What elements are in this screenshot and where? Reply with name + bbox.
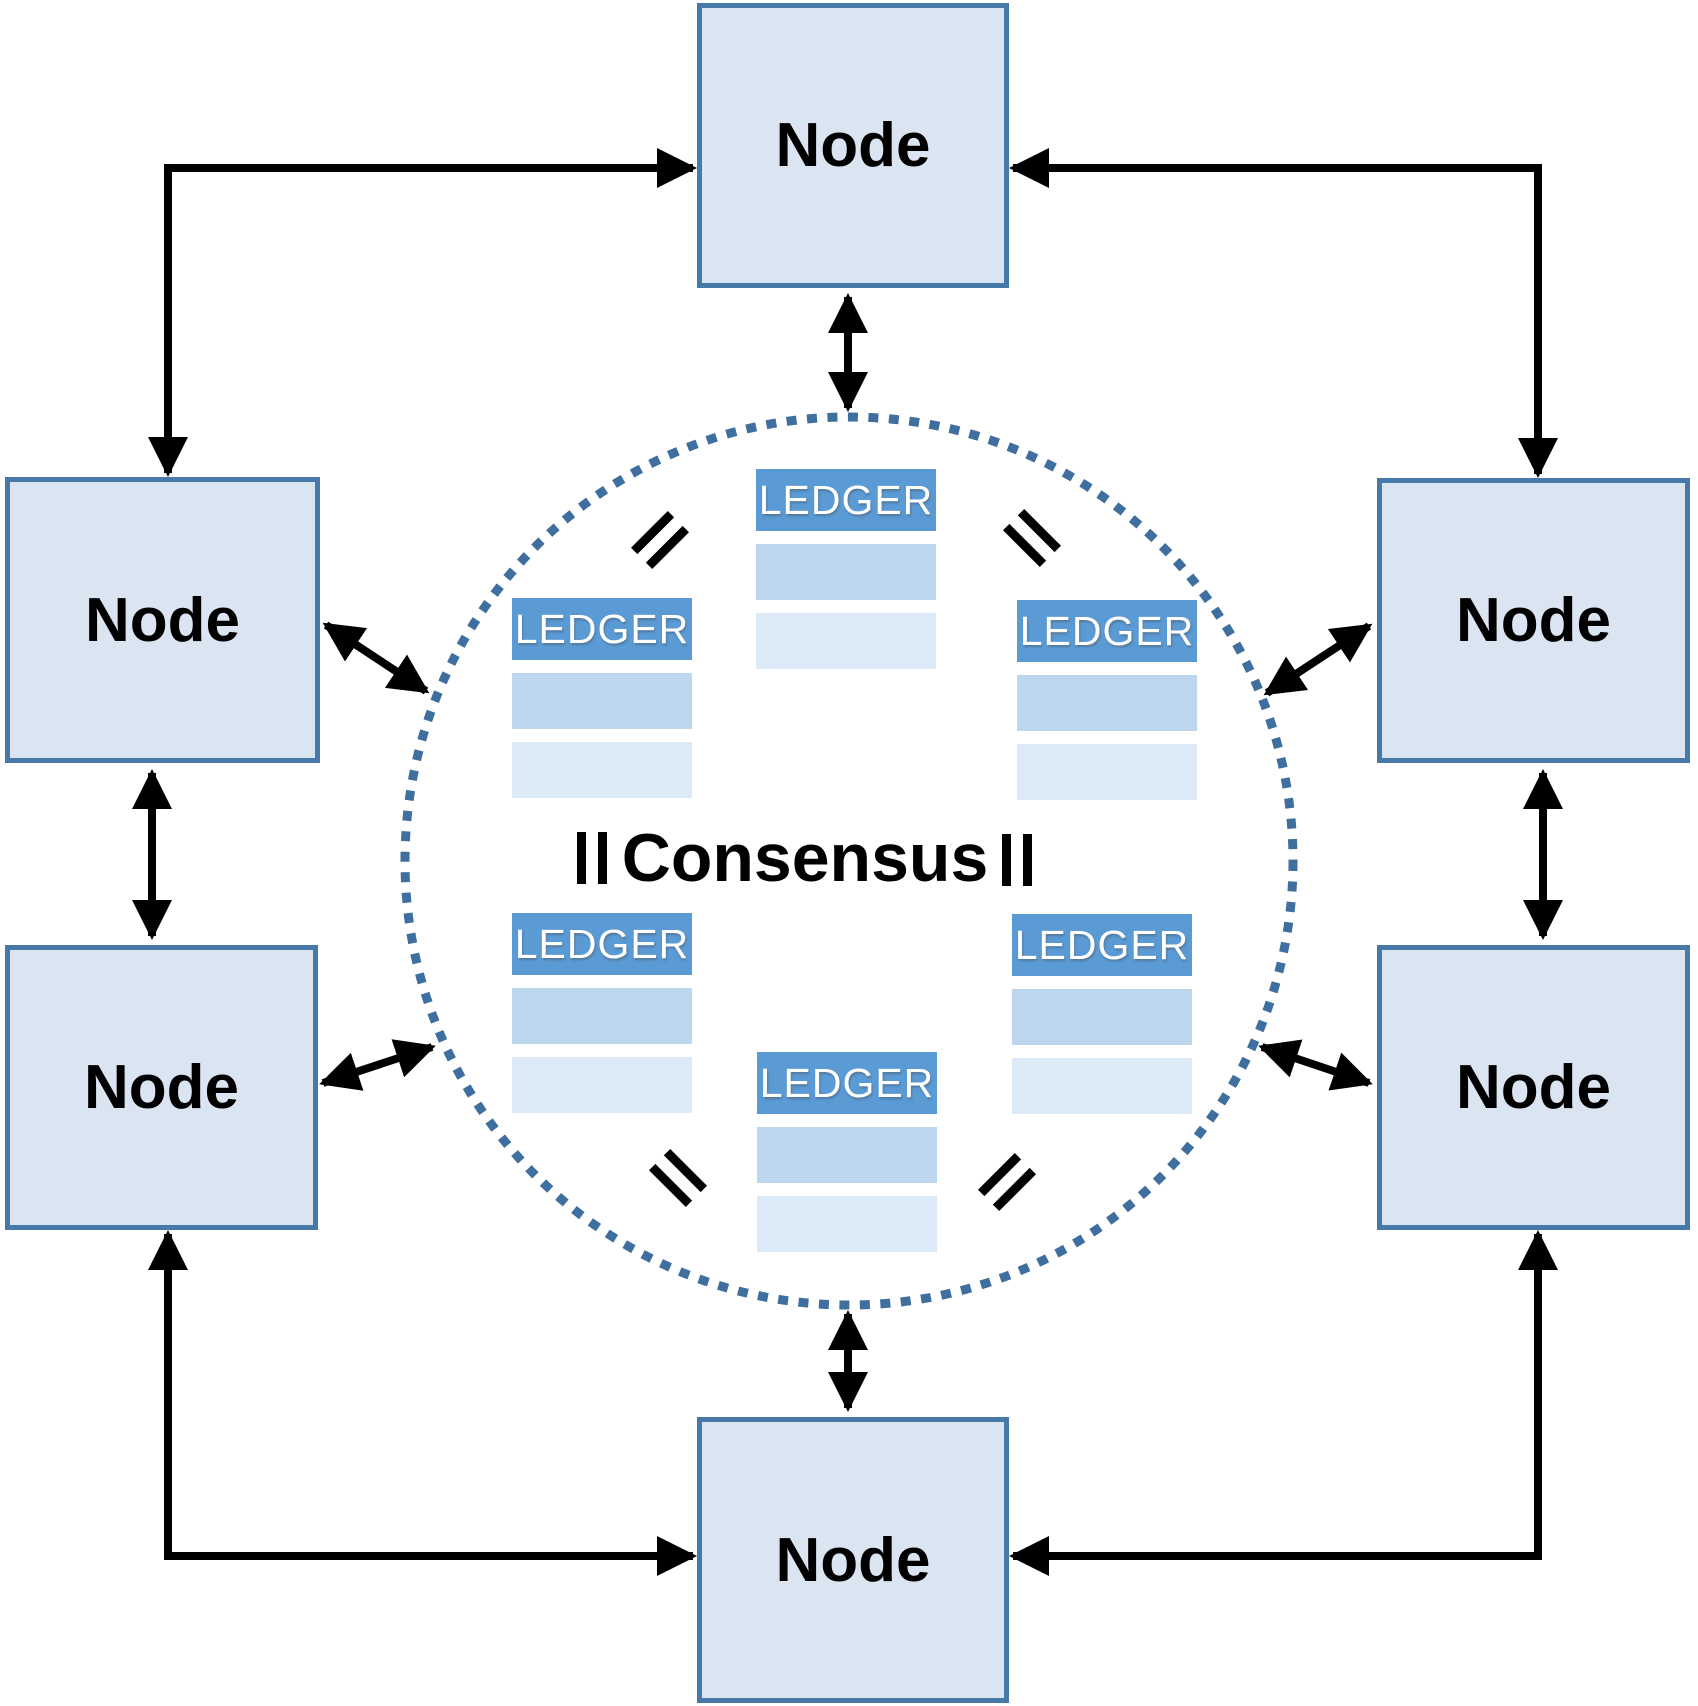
consensus-circle xyxy=(400,412,1298,1310)
arrow-upperrightnode-circle xyxy=(1263,622,1373,697)
node-label: Node xyxy=(775,1525,931,1595)
consensus-label: Consensus xyxy=(621,820,989,896)
ledger-row xyxy=(1012,989,1192,1045)
node-label: Node xyxy=(1456,1053,1611,1122)
node-upper-left: Node xyxy=(5,477,320,763)
node-label: Node xyxy=(84,1053,239,1122)
ledger-row xyxy=(1017,744,1197,800)
arrow-bottomnode-lowerleftnode xyxy=(148,1230,697,1576)
node-top: Node xyxy=(697,3,1009,288)
ledger-title: LEDGER xyxy=(512,598,692,660)
node-upper-right: Node xyxy=(1377,478,1690,763)
ledger-row xyxy=(512,988,692,1044)
ledger-upper-left: LEDGER xyxy=(512,598,692,811)
ledger-row xyxy=(756,544,936,600)
ledger-title: LEDGER xyxy=(756,469,936,531)
node-label: Node xyxy=(85,585,240,655)
arrow-topnode-upperleftnode xyxy=(148,148,697,477)
node-label: Node xyxy=(1456,586,1611,655)
arrow-topnode-upperrightnode xyxy=(1009,148,1558,478)
ledger-top-center: LEDGER xyxy=(756,469,936,682)
ledger-row xyxy=(756,613,936,669)
arrow-upperleftnode-circle xyxy=(322,621,430,695)
equals-icon xyxy=(577,832,607,884)
ledger-title: LEDGER xyxy=(1012,914,1192,976)
ledger-title: LEDGER xyxy=(1017,600,1197,662)
ledger-row xyxy=(1012,1058,1192,1114)
ledger-row xyxy=(512,673,692,729)
ledger-title: LEDGER xyxy=(512,913,692,975)
ledger-title: LEDGER xyxy=(757,1052,937,1114)
arrow-bottomnode-lowerrightnode xyxy=(1009,1230,1558,1576)
ledger-lower-right: LEDGER xyxy=(1012,914,1192,1127)
ledger-row xyxy=(1017,675,1197,731)
arrow-lowerrightnode-circle xyxy=(1258,1039,1373,1091)
equals-icon xyxy=(1002,834,1032,886)
ledger-upper-right: LEDGER xyxy=(1017,600,1197,813)
node-label: Node xyxy=(775,111,931,180)
ledger-lower-left: LEDGER xyxy=(512,913,692,1126)
node-lower-left: Node xyxy=(5,945,318,1230)
node-bottom: Node xyxy=(697,1417,1009,1703)
arrow-lowerleftnode-circle xyxy=(319,1039,436,1091)
ledger-row xyxy=(757,1127,937,1183)
ledger-row xyxy=(512,1057,692,1113)
node-lower-right: Node xyxy=(1377,945,1690,1230)
ledger-row xyxy=(757,1196,937,1252)
ledger-row xyxy=(512,742,692,798)
ledger-bottom-center: LEDGER xyxy=(757,1052,937,1265)
